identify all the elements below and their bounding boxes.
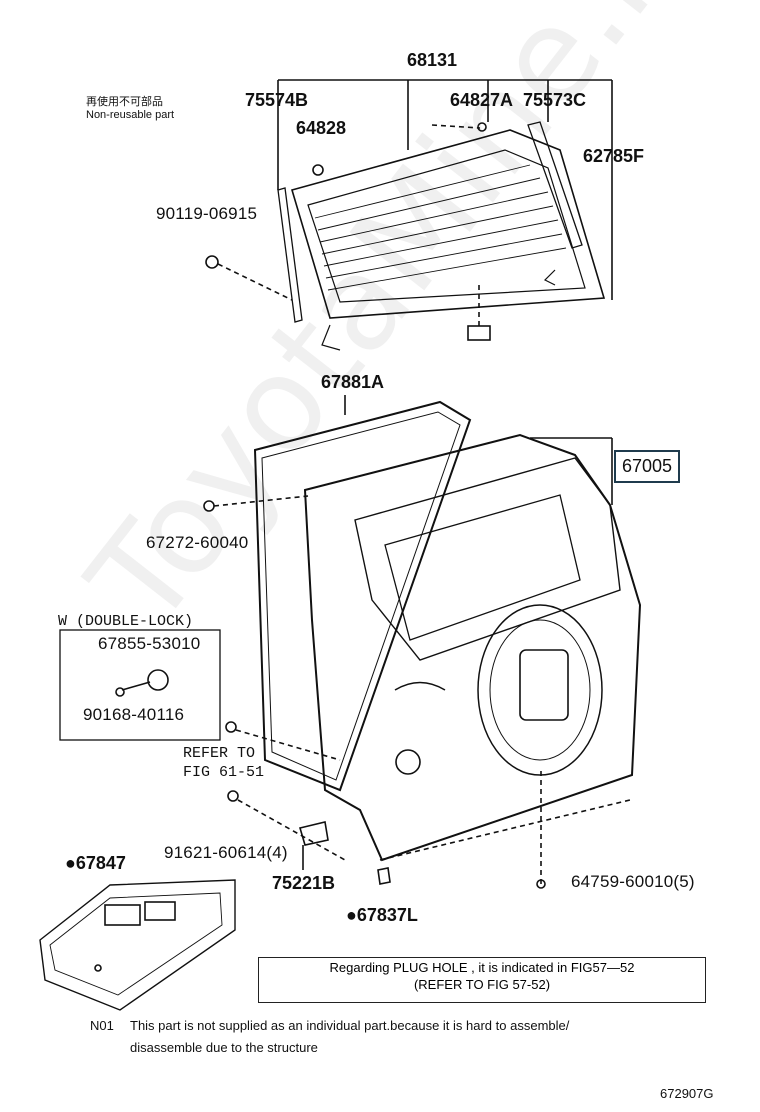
double-lock-box: [59, 629, 221, 741]
refer-to-line2: FIG 61-51: [183, 764, 265, 781]
part-68131: 68131: [407, 50, 458, 70]
n01-line2: disassemble due to the structure: [130, 1040, 318, 1055]
plug-hole-note: Regarding PLUG HOLE , it is indicated in…: [258, 957, 706, 1003]
part-62785F: 62785F: [583, 146, 645, 166]
double-lock-title: W (DOUBLE-LOCK): [58, 613, 194, 630]
part-67847: ●67847: [65, 853, 126, 873]
part-75221B: 75221B: [272, 873, 336, 893]
refer-to-line1: REFER TO: [183, 745, 256, 762]
part-75574B: 75574B: [245, 90, 309, 110]
part-67837L: ●67837L: [346, 905, 418, 925]
n01-code: N01: [90, 1018, 114, 1033]
part-64827A: 64827A: [450, 90, 514, 110]
part-67855-53010: 67855-53010: [98, 634, 201, 653]
part-90168-40116: 90168-40116: [83, 705, 185, 724]
part-67272-60040: 67272-60040: [146, 533, 249, 552]
part-91621-60614: 91621-60614(4): [164, 843, 288, 862]
n01-line1: This part is not supplied as an individu…: [130, 1018, 570, 1033]
leader-68131: [277, 79, 613, 300]
plug-hole-line2: (REFER TO FIG 57-52): [413, 977, 551, 992]
part-67881A: 67881A: [321, 372, 385, 392]
back-door-panel: [203, 433, 642, 889]
weatherstrip-67881A: [253, 395, 472, 792]
plug-hole-line1: Regarding PLUG HOLE , it is indicated in…: [329, 960, 635, 975]
legend-en: Non-reusable part: [86, 109, 175, 121]
part-90119-06915: 90119-06915: [156, 204, 258, 223]
part-64759-60010: 64759-60010(5): [571, 872, 695, 891]
part-67005: 67005: [614, 450, 681, 483]
back-window-glass: [205, 121, 606, 351]
legend-jp: 再使用不可部品: [86, 96, 163, 108]
part-64828: 64828: [296, 118, 347, 138]
figure-id: 672907G: [660, 1086, 714, 1101]
bracket-67847: [39, 879, 236, 1011]
part-75573C: 75573C: [523, 90, 587, 110]
